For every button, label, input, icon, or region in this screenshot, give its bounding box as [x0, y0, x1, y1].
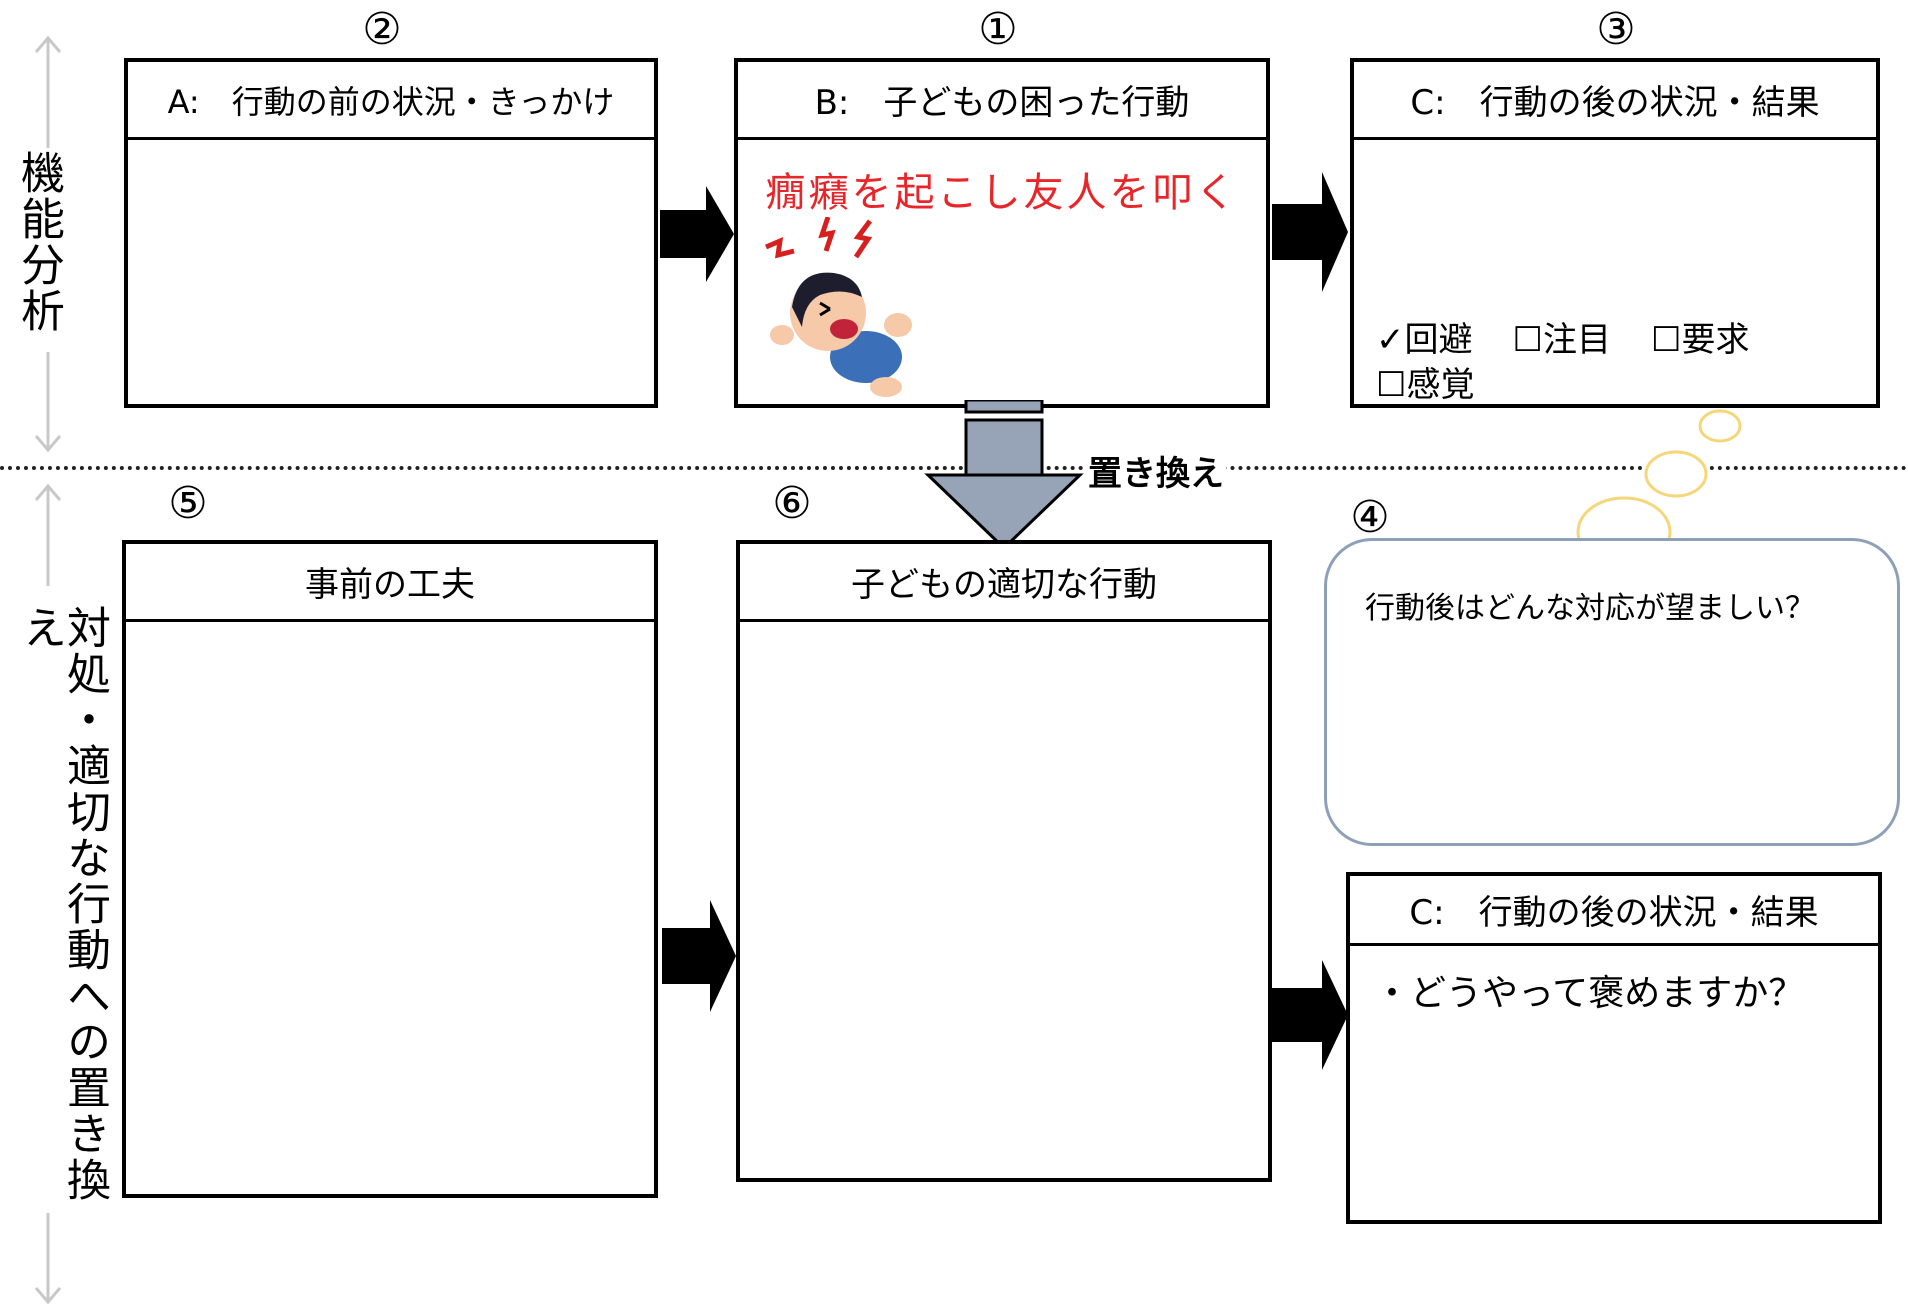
number-6: ⑥ — [772, 478, 812, 529]
option-attention[interactable]: ☐注目 — [1512, 320, 1611, 360]
side-label-replacement: 対処・適切な行動への置き換え — [15, 605, 110, 1203]
thought-bubble: 行動後はどんな対応が望ましい？ — [1324, 538, 1900, 846]
thought-bubble-text: 行動後はどんな対応が望ましい？ — [1365, 591, 1815, 626]
box-behavior: B: 子どもの困った行動 癇癪を起こし友人を叩く — [734, 58, 1270, 408]
box-consequence-title: C: 行動の後の状況・結果 — [1354, 62, 1876, 140]
box-appropriate-behavior: 子どもの適切な行動 — [736, 540, 1272, 1182]
number-5: ⑤ — [168, 478, 208, 529]
function-options-row2: ☐感覚 — [1376, 357, 1514, 406]
function-options-row1: ✓回避 ☐注目 ☐要求 — [1376, 312, 1789, 361]
number-2: ② — [362, 4, 402, 55]
section-divider — [0, 466, 1908, 470]
side-label-analysis: 機能分析 — [13, 150, 64, 334]
box-behavior-title: B: 子どもの困った行動 — [738, 62, 1266, 140]
arrow-b-to-c — [1272, 172, 1348, 292]
box-appropriate-behavior-title: 子どもの適切な行動 — [740, 544, 1268, 622]
box-consequence-bottom-title: C: 行動の後の状況・結果 — [1350, 876, 1878, 946]
box-consequence: C: 行動の後の状況・結果 ✓回避 ☐注目 ☐要求 ☐感覚 — [1350, 58, 1880, 408]
arrow-prevention-to-behavior — [662, 900, 736, 1012]
box-antecedent: A: 行動の前の状況・きっかけ — [124, 58, 658, 408]
box-prevention: 事前の工夫 — [122, 540, 658, 1198]
praise-question: ・どうやって褒めますか？ — [1374, 973, 1805, 1014]
behavior-text: 癇癪を起こし友人を叩く — [765, 170, 1239, 216]
number-1: ① — [978, 4, 1018, 55]
bottom-axis-arrow — [34, 483, 62, 1305]
option-avoidance[interactable]: ✓回避 — [1376, 320, 1473, 360]
option-demand[interactable]: ☐要求 — [1650, 320, 1750, 360]
arrow-a-to-b — [660, 186, 734, 282]
box-antecedent-title: A: 行動の前の状況・きっかけ — [128, 62, 654, 140]
box-prevention-title: 事前の工夫 — [126, 544, 654, 622]
replacement-arrow — [924, 400, 1084, 550]
option-sensory[interactable]: ☐感覚 — [1376, 365, 1475, 405]
replacement-label: 置き換え — [1086, 446, 1226, 495]
number-4: ④ — [1350, 492, 1390, 543]
angry-child-illustration — [765, 217, 912, 397]
arrow-behavior-to-consequence — [1272, 960, 1348, 1070]
top-axis-arrow — [34, 35, 62, 453]
box-consequence-bottom: C: 行動の後の状況・結果 ・どうやって褒めますか？ — [1346, 872, 1882, 1224]
number-3: ③ — [1596, 4, 1636, 55]
